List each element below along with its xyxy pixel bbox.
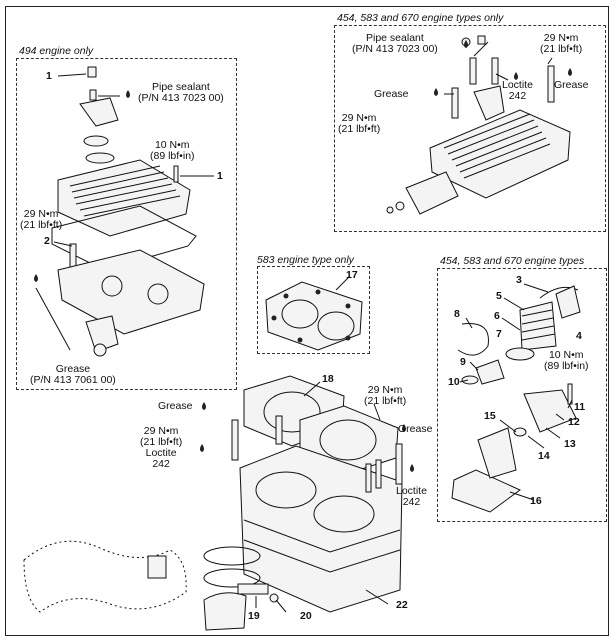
callout-5: 5 [496, 290, 502, 302]
cylinder-head-assembly [386, 35, 571, 215]
grease-droplet-icons [34, 40, 572, 472]
label-torque-29nm-head-right: 29 N•m (21 lbf•ft) [540, 32, 583, 55]
callout-18: 18 [322, 373, 334, 385]
box-583-engine [257, 266, 370, 354]
callout-16: 16 [530, 495, 542, 507]
callout-2: 2 [44, 235, 50, 247]
label-torque-10nm-rave: 10 N•m (89 lbf•in) [544, 349, 589, 372]
cylinder-base-494 [57, 249, 205, 357]
label-torque-29nm-head-left: 29 N•m (21 lbf•ft) [338, 112, 381, 135]
callout-1-top: 1 [46, 70, 52, 82]
callout-1-bolt: 1 [217, 170, 223, 182]
figure-frame [5, 6, 609, 636]
box-head-engine [334, 25, 606, 232]
callout-19: 19 [248, 610, 260, 622]
box-rave-title: 454, 583 and 670 engine types [440, 255, 585, 267]
label-torque-10nm-494: 10 N•m (89 lbf•in) [150, 139, 195, 162]
leader-lines [35, 41, 573, 613]
label-loctite-cylinder-right: Loctite 242 [396, 485, 427, 508]
callout-11: 11 [574, 401, 586, 413]
label-torque-29nm-494: 29 N•m (21 lbf•ft) [20, 208, 63, 231]
callout-7: 7 [496, 328, 502, 340]
label-grease-cylinder-top: Grease [158, 400, 193, 412]
callout-4: 4 [576, 330, 582, 342]
label-pipe-sealant-head: Pipe sealant (P/N 413 7023 00) [352, 32, 438, 55]
callout-13: 13 [564, 438, 576, 450]
cylinder-block [231, 415, 403, 613]
callout-14: 14 [538, 450, 550, 462]
callout-15: 15 [484, 410, 496, 422]
label-grease-cylinder-right: Grease [398, 423, 433, 435]
callout-10: 10 [448, 376, 460, 388]
callout-3: 3 [516, 274, 522, 286]
label-grease-head-left: Grease [374, 88, 409, 100]
box-583-title: 583 engine type only [257, 254, 354, 266]
rave-valve-assembly [451, 285, 581, 513]
callout-22: 22 [396, 599, 408, 611]
callout-12: 12 [568, 416, 580, 428]
label-pipe-sealant-494: Pipe sealant (P/N 413 7023 00) [138, 81, 224, 104]
label-torque-29nm-cylinder-right: 29 N•m (21 lbf•ft) [364, 384, 407, 407]
box-head-title: 454, 583 and 670 engine types only [337, 12, 504, 24]
cylinder-gaskets [243, 375, 399, 475]
callout-8: 8 [454, 308, 460, 320]
box-494-engine [16, 58, 237, 390]
label-grease-head-right: Grease [554, 79, 589, 91]
callout-17: 17 [346, 269, 358, 281]
box-rave-engine [437, 268, 607, 522]
label-loctite-head: Loctite 242 [502, 79, 533, 102]
label-torque-29nm-loctite-left: 29 N•m (21 lbf•ft) Loctite 242 [140, 425, 183, 470]
callout-6: 6 [494, 310, 500, 322]
cylinder-head-494 [51, 66, 197, 275]
callout-9: 9 [460, 356, 466, 368]
gasket-583 [265, 281, 363, 351]
label-grease-494: Grease (P/N 413 7061 00) [30, 363, 116, 386]
callout-20: 20 [300, 610, 312, 622]
box-494-title: 494 engine only [19, 45, 94, 57]
background-parts [23, 540, 187, 613]
